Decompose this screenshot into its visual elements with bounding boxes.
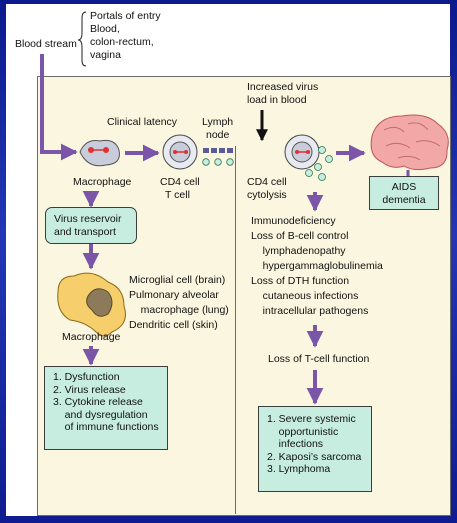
immuno-line: cutaneous infections	[251, 290, 359, 302]
dysfunction-line: 2. Virus release	[53, 383, 126, 396]
panel-divider	[235, 146, 236, 514]
virus-reservoir-box: Virus reservoir and transport	[45, 207, 137, 244]
aids-dementia-box: AIDS dementia	[369, 176, 439, 210]
virus-particles-lymph	[202, 158, 234, 166]
increased-virus-label: load in blood	[247, 94, 307, 106]
virus-reservoir-text: and transport	[54, 225, 116, 238]
portals-brace	[77, 11, 87, 67]
outcome-line: 3. Lymphoma	[267, 463, 331, 476]
cd4-cytolysis-label: cytolysis	[247, 189, 287, 201]
dysfunction-line: and dysregulation	[53, 408, 148, 421]
outcome-line: 1. Severe systemic	[267, 413, 356, 425]
dysfunction-line: 1. Dysfunction	[53, 371, 120, 383]
aids-dementia-text: AIDS	[391, 181, 417, 193]
cd4-cell-label: CD4 cell	[160, 176, 200, 188]
cd4-cytolysis-label: CD4 cell	[247, 176, 287, 188]
dysfunction-line: of immune functions	[53, 421, 159, 434]
outcomes-box: 1. Severe systemic opportunistic infecti…	[258, 406, 372, 492]
cd4-cell-icon	[162, 134, 198, 170]
immuno-line: Immunodeficiency	[251, 215, 336, 227]
outcome-line: infections	[267, 438, 324, 451]
portals-item: vagina	[90, 49, 121, 61]
microglial-line: Microglial cell (brain)	[129, 274, 226, 286]
lymph-node-label: node	[206, 129, 230, 141]
microglial-line: Dendritic cell (skin)	[129, 319, 218, 331]
dysfunction-box: 1. Dysfunction 2. Virus release 3. Cytok…	[44, 366, 168, 450]
virus-particles-released	[305, 146, 333, 181]
microglial-line: Pulmonary alveolar	[129, 289, 219, 301]
clinical-latency-label: Clinical latency	[107, 116, 178, 128]
immuno-line: hypergammaglobulinemia	[251, 260, 383, 272]
immuno-line: intracellular pathogens	[251, 305, 369, 317]
portals-item: Blood,	[90, 23, 120, 35]
portals-title: Portals of entry	[90, 10, 161, 22]
microglial-cell-icon	[57, 272, 126, 337]
cd4-cell-infected-icon	[284, 134, 320, 170]
outcome-line: opportunistic	[267, 425, 339, 438]
blood-stream-label: Blood stream	[15, 38, 77, 50]
macrophage-bottom-label: Macrophage	[62, 331, 121, 343]
portals-item: colon-rectum,	[90, 36, 154, 48]
dysfunction-line: 3. Cytokine release	[53, 396, 143, 409]
outcome-line: 2. Kaposi’s sarcoma	[267, 450, 362, 463]
microglial-line: macrophage (lung)	[129, 304, 229, 316]
brain-icon	[370, 114, 449, 171]
bloodstream-arrow	[40, 54, 78, 161]
lymph-node-icon	[203, 148, 233, 153]
immuno-line: Loss of DTH function	[251, 275, 350, 287]
aids-dementia-text: dementia	[382, 193, 426, 206]
t-cell-label: T cell	[165, 189, 190, 201]
immuno-line: Loss of B-cell control	[251, 230, 349, 242]
macrophage-label: Macrophage	[73, 176, 132, 188]
immuno-line: lymphadenopathy	[251, 245, 346, 257]
virus-reservoir-text: Virus reservoir	[54, 213, 122, 225]
loss-tcell-label: Loss of T-cell function	[268, 353, 370, 365]
increased-virus-label: Increased virus	[247, 81, 319, 93]
lymph-node-label: Lymph	[202, 116, 234, 128]
macrophage-cell-icon	[79, 139, 120, 167]
